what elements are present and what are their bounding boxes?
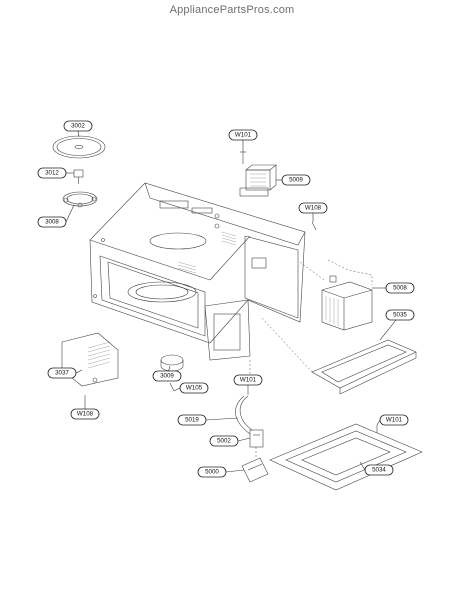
svg-text:3008: 3008	[45, 219, 59, 226]
svg-text:W101: W101	[386, 417, 403, 424]
svg-text:3012: 3012	[45, 170, 59, 177]
svg-text:W108: W108	[305, 205, 322, 212]
svg-text:5002: 5002	[217, 438, 231, 445]
svg-text:5034: 5034	[372, 467, 386, 474]
screw-w101-top	[240, 151, 246, 164]
base-plate	[311, 339, 417, 395]
magnetron	[239, 164, 277, 197]
leader-lines	[65, 130, 397, 473]
svg-text:5009: 5009	[289, 177, 303, 184]
callout-w105: W105	[179, 382, 209, 394]
callout-5002: 5002	[209, 435, 239, 447]
svg-text:W105: W105	[186, 385, 203, 392]
switch-lever	[241, 457, 269, 483]
interlock-switch	[249, 429, 264, 448]
callout-3002: 3002	[63, 120, 93, 132]
wire-harness	[235, 395, 253, 435]
callout-w101-right: W101	[379, 414, 409, 426]
svg-text:W101: W101	[240, 377, 257, 384]
svg-text:5019: 5019	[185, 417, 199, 424]
svg-text:5000: 5000	[205, 469, 219, 476]
callout-w101-top: W101	[228, 129, 258, 141]
callout-3037: 3037	[47, 367, 77, 379]
callout-3008: 3008	[37, 216, 67, 228]
oven-cavity-chassis	[89, 182, 306, 361]
svg-text:3037: 3037	[55, 370, 69, 377]
svg-text:W101: W101	[235, 132, 252, 139]
svg-text:3002: 3002	[71, 123, 85, 130]
turntable-coupler	[73, 169, 84, 184]
callout-5008: 5008	[385, 282, 415, 294]
callout-w108-right: W108	[298, 202, 328, 214]
high-voltage-transformer	[321, 275, 373, 331]
callout-w101-mid: W101	[233, 374, 263, 386]
svg-text:5035: 5035	[393, 312, 407, 319]
svg-text:5008: 5008	[393, 285, 407, 292]
svg-text:W108: W108	[77, 411, 94, 418]
screw-w108-right	[311, 221, 317, 231]
callout-5035: 5035	[385, 309, 415, 321]
callout-5000: 5000	[197, 466, 227, 478]
callout-5034: 5034	[364, 464, 394, 476]
svg-text:3009: 3009	[160, 373, 174, 380]
screw-w105	[169, 382, 175, 392]
roller-guide-ring	[62, 191, 98, 208]
callout-5009: 5009	[281, 174, 311, 186]
callout-3009: 3009	[152, 370, 182, 382]
bottom-cover	[269, 423, 423, 491]
glass-turntable-tray	[52, 135, 106, 159]
callout-5019: 5019	[177, 414, 207, 426]
site-watermark: AppliancePartsPros.com	[169, 4, 295, 16]
turntable-motor	[160, 354, 184, 372]
callout-w108-left: W108	[70, 408, 100, 420]
callout-3012: 3012	[37, 167, 67, 179]
